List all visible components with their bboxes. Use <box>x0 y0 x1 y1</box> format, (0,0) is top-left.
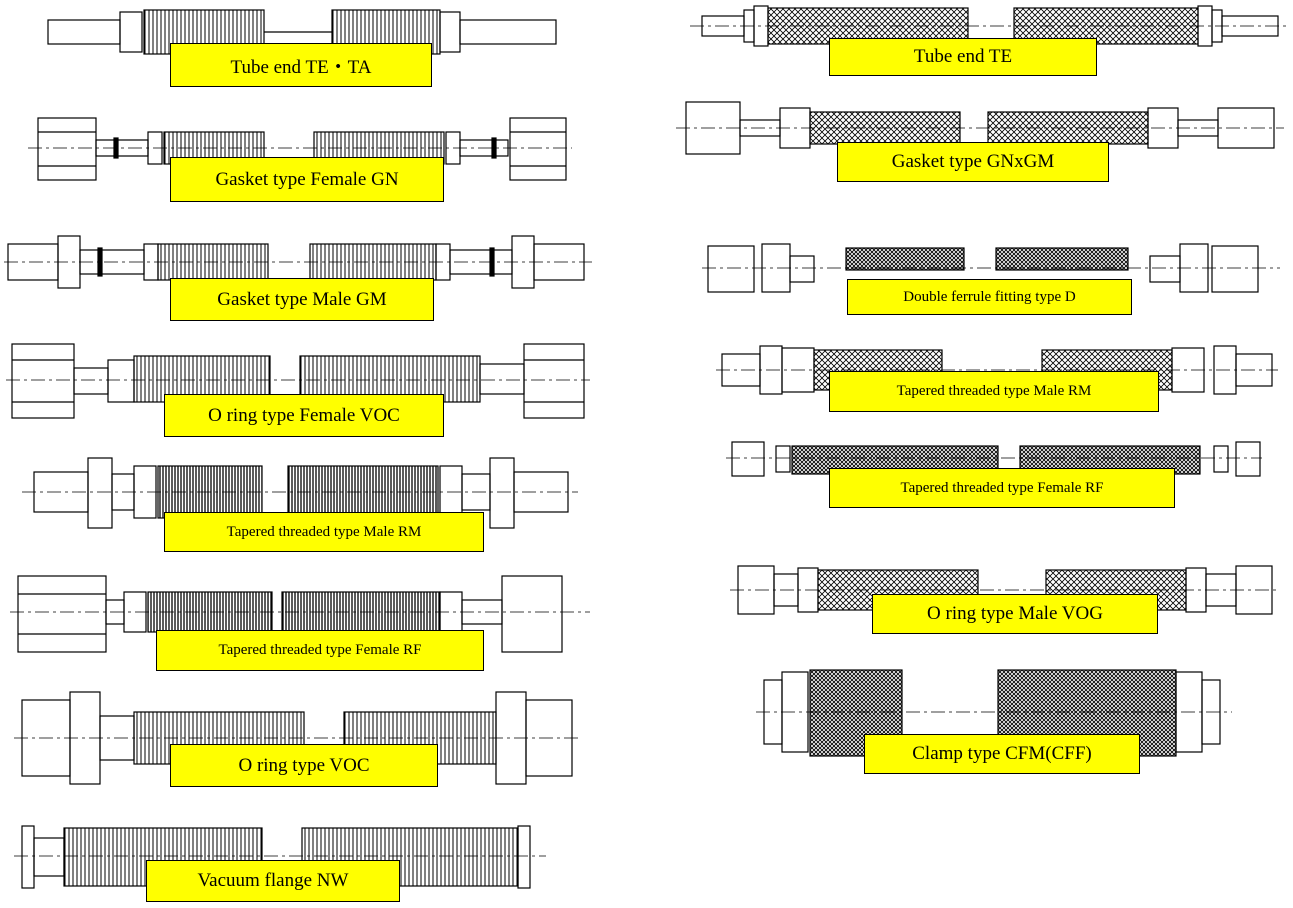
drawing-double-ferrule-d <box>702 243 1280 293</box>
label-tube-end-te: Tube end TE <box>829 38 1097 76</box>
label-tube-end-te-ta: Tube end TE・TA <box>170 43 432 87</box>
drawing-gasket-gnxgm <box>676 101 1284 155</box>
label-gasket-gnxgm: Gasket type GNxGM <box>837 142 1109 182</box>
label-oring-voc: O ring type VOC <box>170 744 438 787</box>
label-tapered-female-rf-right: Tapered threaded type Female RF <box>829 468 1175 508</box>
drawing-tapered-female-rf-left <box>10 575 590 653</box>
label-oring-male-vog: O ring type Male VOG <box>872 594 1158 634</box>
label-tapered-female-rf-left: Tapered threaded type Female RF <box>156 630 484 671</box>
label-tapered-male-rm-right: Tapered threaded type Male RM <box>829 371 1159 412</box>
label-gasket-female-gn: Gasket type Female GN <box>170 157 444 202</box>
label-vacuum-flange-nw: Vacuum flange NW <box>146 860 400 902</box>
label-tapered-male-rm-left: Tapered threaded type Male RM <box>164 512 484 552</box>
label-gasket-male-gm: Gasket type Male GM <box>170 278 434 321</box>
label-double-ferrule-d: Double ferrule fitting type D <box>847 279 1132 315</box>
label-oring-female-voc: O ring type Female VOC <box>164 394 444 437</box>
drawing-gasket-male-gm <box>4 235 592 289</box>
drawing-tapered-male-rm-left <box>22 457 578 529</box>
label-clamp-cfm: Clamp type CFM(CFF) <box>864 734 1140 774</box>
